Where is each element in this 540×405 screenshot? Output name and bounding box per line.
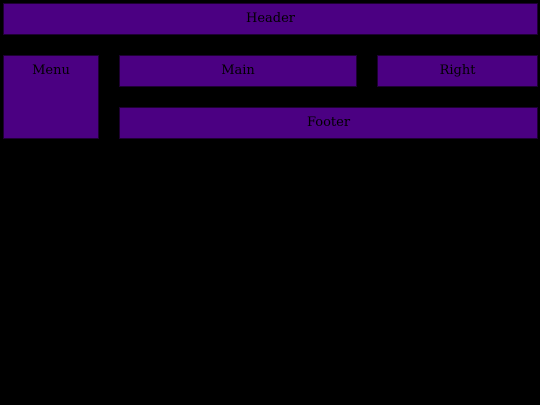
menu-panel: Menu — [3, 55, 99, 139]
header-panel: Header — [3, 3, 538, 35]
right-panel: Right — [377, 55, 538, 87]
main-panel: Main — [119, 55, 357, 87]
footer-panel: Footer — [119, 107, 538, 139]
